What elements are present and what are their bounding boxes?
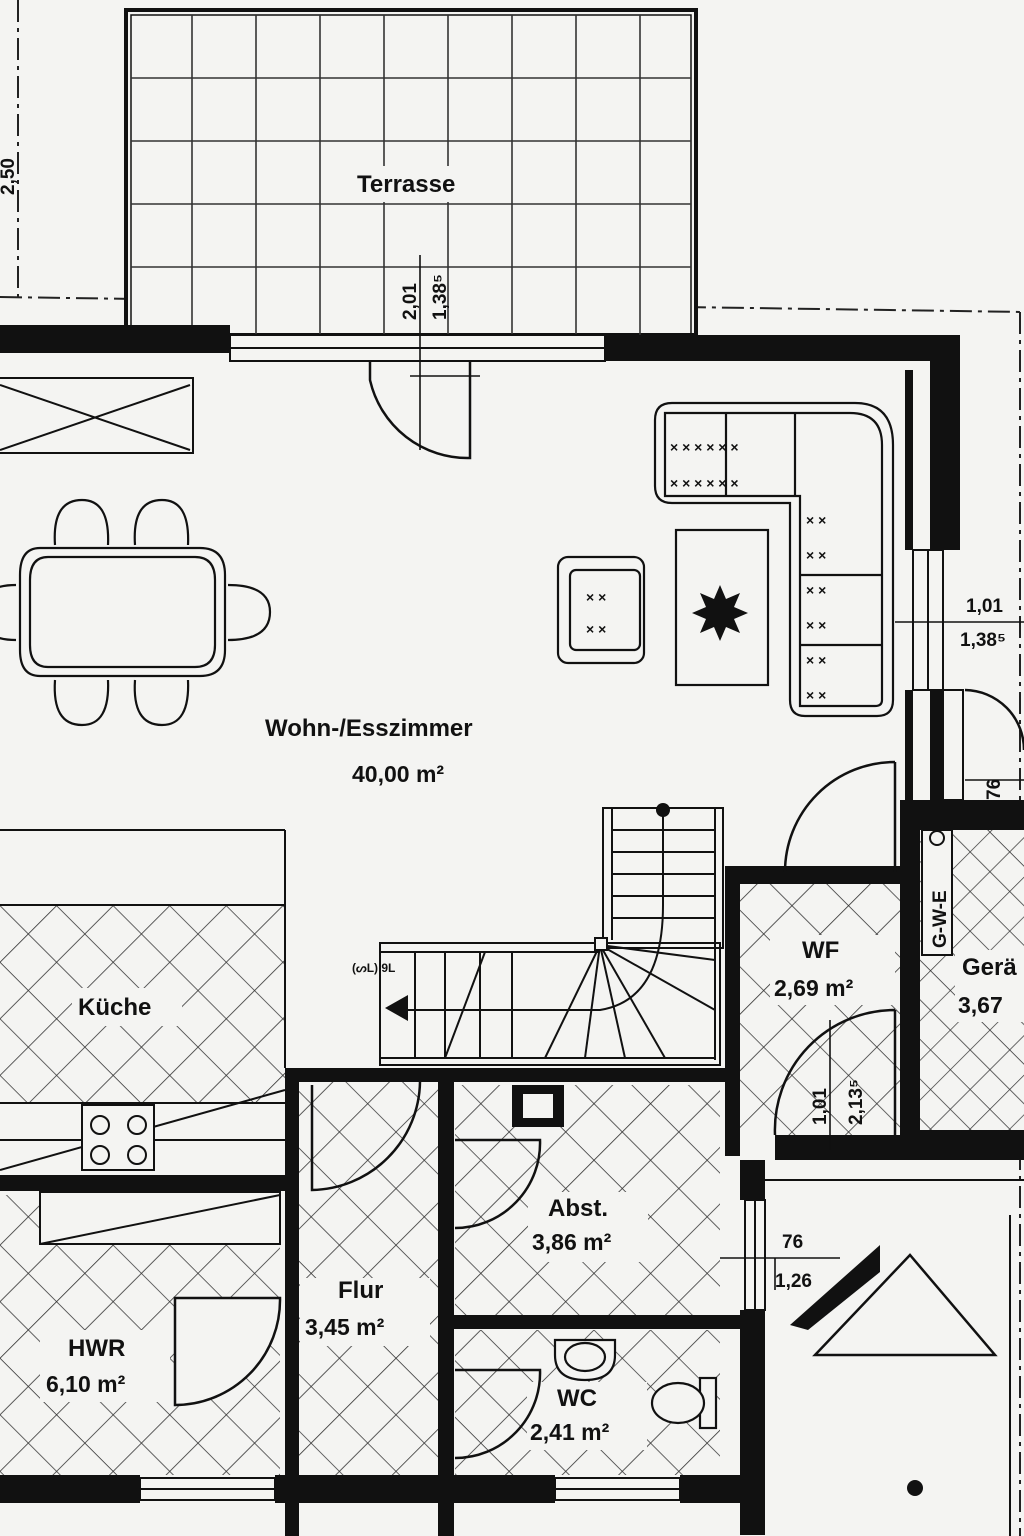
coffee-table [674, 528, 770, 687]
windows [139, 334, 964, 1501]
room-wohn-name: Wohn-/Esszimmer [265, 715, 473, 742]
svg-text:× ×: × × [806, 617, 826, 633]
svg-text:× ×: × × [806, 687, 826, 703]
room-kueche-name: Küche [78, 994, 151, 1021]
dim-wf-door-b: 2,13⁵ [846, 1079, 867, 1125]
dim-terrace-door-a: 2,01 [400, 283, 421, 320]
room-geraete-area: 3,67 [958, 992, 1003, 1018]
armchair-cushion-marks-2: × × [586, 621, 606, 637]
svg-text:× ×: × × [806, 547, 826, 563]
room-wc-name: WC [557, 1385, 597, 1412]
room-flur-name: Flur [338, 1277, 383, 1304]
wash-basin-icon [553, 1338, 617, 1382]
toilet-icon [650, 1376, 718, 1430]
dim-terrace-door-b: 1,38⁵ [430, 274, 451, 320]
room-wc-area: 2,41 m² [530, 1419, 610, 1445]
armchair-cushion-marks: × × [586, 589, 606, 605]
dim-window-right-a: 1,01 [966, 596, 1003, 617]
room-geraete-name: Gerä [962, 954, 1017, 981]
room-terrasse-name: Terrasse [357, 171, 455, 198]
room-wf-area: 2,69 m² [774, 975, 854, 1001]
sofa [653, 401, 895, 718]
meter-panel: G-W-E [921, 829, 953, 956]
dim-window-right-b: 1,38⁵ [960, 630, 1006, 651]
dim-terrace-depth: 2,50 [0, 158, 19, 195]
dim-wf-door-a: 1,01 [810, 1088, 831, 1125]
doors [173, 360, 1024, 1460]
svg-text:× ×: × × [806, 652, 826, 668]
svg-text:× ×: × × [806, 582, 826, 598]
room-flur-area: 3,45 m² [305, 1314, 385, 1340]
stair-mark: (ᔕL) 9L [352, 961, 395, 975]
svg-text:× ×: × × [806, 512, 826, 528]
armchair [556, 555, 646, 665]
svg-text:× × × × × ×: × × × × × × [670, 439, 739, 455]
staircase [379, 807, 724, 1066]
room-wohn-area: 40,00 m² [352, 761, 444, 787]
terrace [124, 8, 698, 337]
dim-window-small: 76 [984, 779, 1005, 800]
svg-text:× × × × × ×: × × × × × × [670, 475, 739, 491]
room-hwr-name: HWR [68, 1335, 125, 1362]
room-abst-name: Abst. [548, 1195, 608, 1222]
meter-label: G-W-E [930, 890, 951, 948]
stove-icon [81, 1104, 155, 1171]
dimension-lines [410, 255, 1024, 1290]
utility-counter [39, 1191, 281, 1245]
dining-set [0, 498, 272, 727]
entrance-canopy [765, 1179, 1024, 1536]
walls [0, 325, 1024, 1536]
room-abst-area: 3,86 m² [532, 1229, 612, 1255]
cabinet [0, 377, 194, 454]
dim-entry-window-a: 76 [782, 1232, 803, 1253]
room-wf-name: WF [802, 937, 839, 964]
sofa-cushion-marks: × × × × × × × × × × × × × × × × × × × × … [670, 439, 826, 703]
room-hwr-area: 6,10 m² [46, 1371, 126, 1397]
dim-entry-window-b: 1,26 [775, 1271, 812, 1292]
